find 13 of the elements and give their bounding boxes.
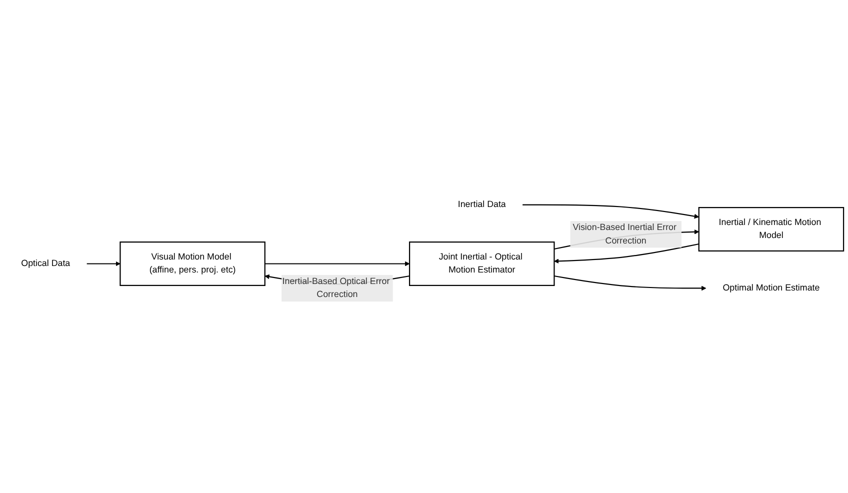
arrow bbox=[554, 275, 706, 291]
arrow bbox=[522, 204, 700, 219]
node-box: Joint Inertial - Optical Motion Estimator bbox=[408, 242, 555, 286]
node-box: Inertial / Kinematic Motion Model bbox=[698, 207, 844, 252]
node-text: Optimal Motion Estimate bbox=[722, 283, 820, 293]
node-text: Inertial Data bbox=[458, 200, 506, 210]
node-box: Visual Motion Model (affine, pers. proj. etc) bbox=[120, 242, 266, 286]
arrow bbox=[264, 261, 410, 266]
arrow bbox=[86, 261, 120, 266]
arrow bbox=[554, 243, 699, 264]
edge-label: Inertial-Based Optical Error Correction bbox=[282, 276, 390, 300]
node-text: Optical Data bbox=[21, 258, 70, 268]
edge-label: Vision-Based Inertial Error Correction bbox=[572, 222, 676, 246]
